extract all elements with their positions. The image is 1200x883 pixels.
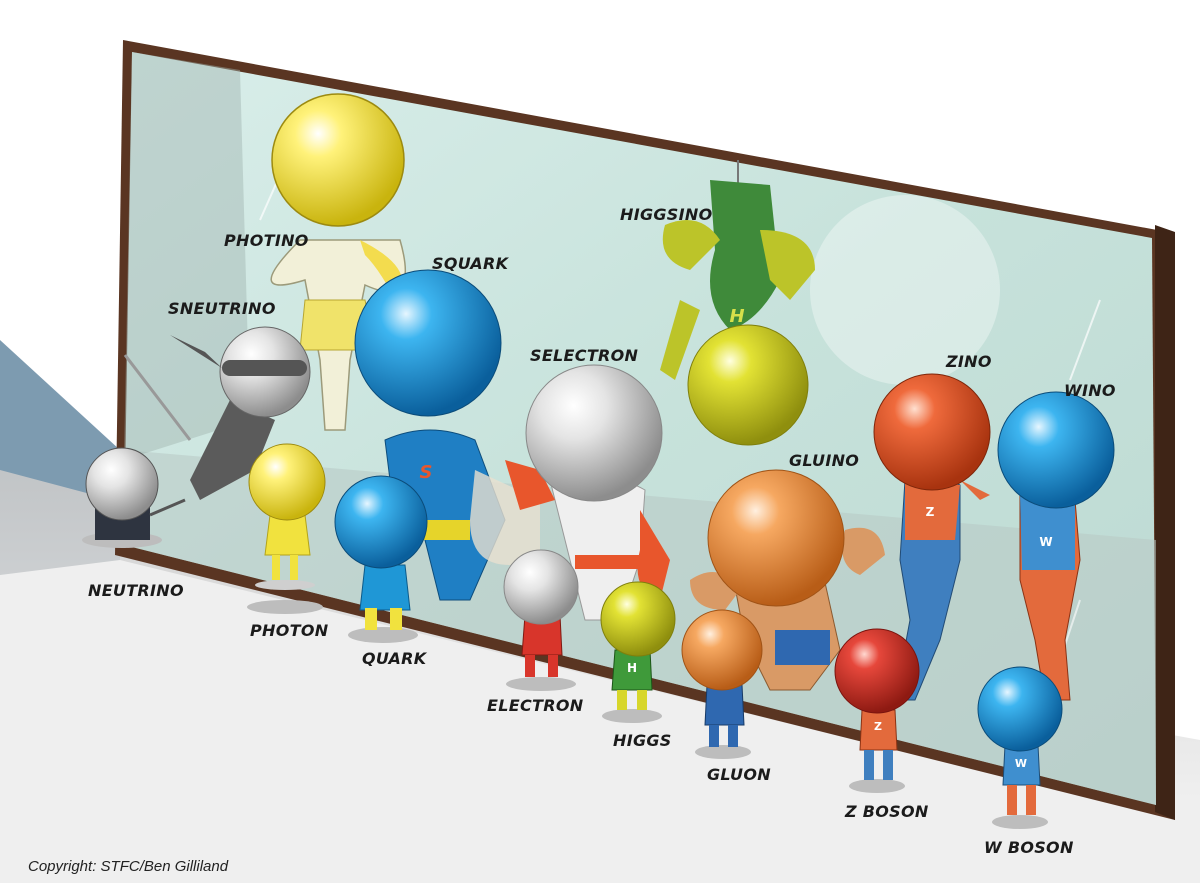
higgs-chest-letter: H: [627, 661, 637, 675]
higgs-figure: [600, 581, 676, 723]
gluon-figure: [681, 609, 763, 759]
wino-chest-letter: W: [1039, 535, 1052, 549]
z-boson-chest-letter: Z: [874, 720, 882, 733]
label-gluino: GLUINO: [789, 451, 860, 470]
quark-figure: [334, 475, 428, 643]
higgsino-chest-letter: H: [729, 306, 744, 327]
squark-figure: [354, 269, 540, 601]
electron-figure: [503, 549, 579, 691]
label-zino: ZINO: [946, 352, 992, 371]
label-squark: SQUARK: [432, 254, 509, 273]
squark-chest-letter: S: [420, 462, 433, 483]
photon-figure: [247, 443, 326, 614]
label-wino: WINO: [1064, 381, 1116, 400]
label-photino: PHOTINO: [224, 231, 309, 250]
copyright-text: Copyright: STFC/Ben Gilliland: [28, 858, 229, 875]
sneutrino-figure: [123, 326, 311, 500]
label-higgs: HIGGS: [613, 731, 672, 750]
label-quark: QUARK: [362, 649, 427, 668]
floor-band: [0, 560, 1200, 883]
label-higgsino: HIGGSINO: [620, 205, 713, 224]
label-selectron: SELECTRON: [530, 346, 639, 365]
mirror-reflection-wall: [124, 52, 250, 460]
photino-figure: [270, 93, 407, 431]
selectron-figure: [505, 364, 670, 621]
higgsino-figure: [660, 160, 815, 446]
label-sneutrino: SNEUTRINO: [168, 299, 276, 318]
label-z-boson: Z BOSON: [845, 802, 929, 821]
mirror-frame-side: [1155, 225, 1175, 820]
w-boson-figure: [977, 666, 1063, 829]
w-boson-chest-letter: W: [1015, 757, 1027, 770]
z-boson-figure: [834, 628, 920, 793]
label-w-boson: W BOSON: [984, 838, 1074, 857]
zino-figure: [873, 373, 991, 701]
glare: [810, 195, 1000, 385]
label-gluon: GLUON: [707, 765, 771, 784]
wino-figure: [997, 391, 1115, 701]
label-electron: ELECTRON: [487, 696, 584, 715]
label-photon: PHOTON: [250, 621, 329, 640]
neutrino-figure: [82, 447, 186, 548]
zino-chest-letter: Z: [926, 505, 935, 519]
label-neutrino: NEUTRINO: [88, 581, 184, 600]
